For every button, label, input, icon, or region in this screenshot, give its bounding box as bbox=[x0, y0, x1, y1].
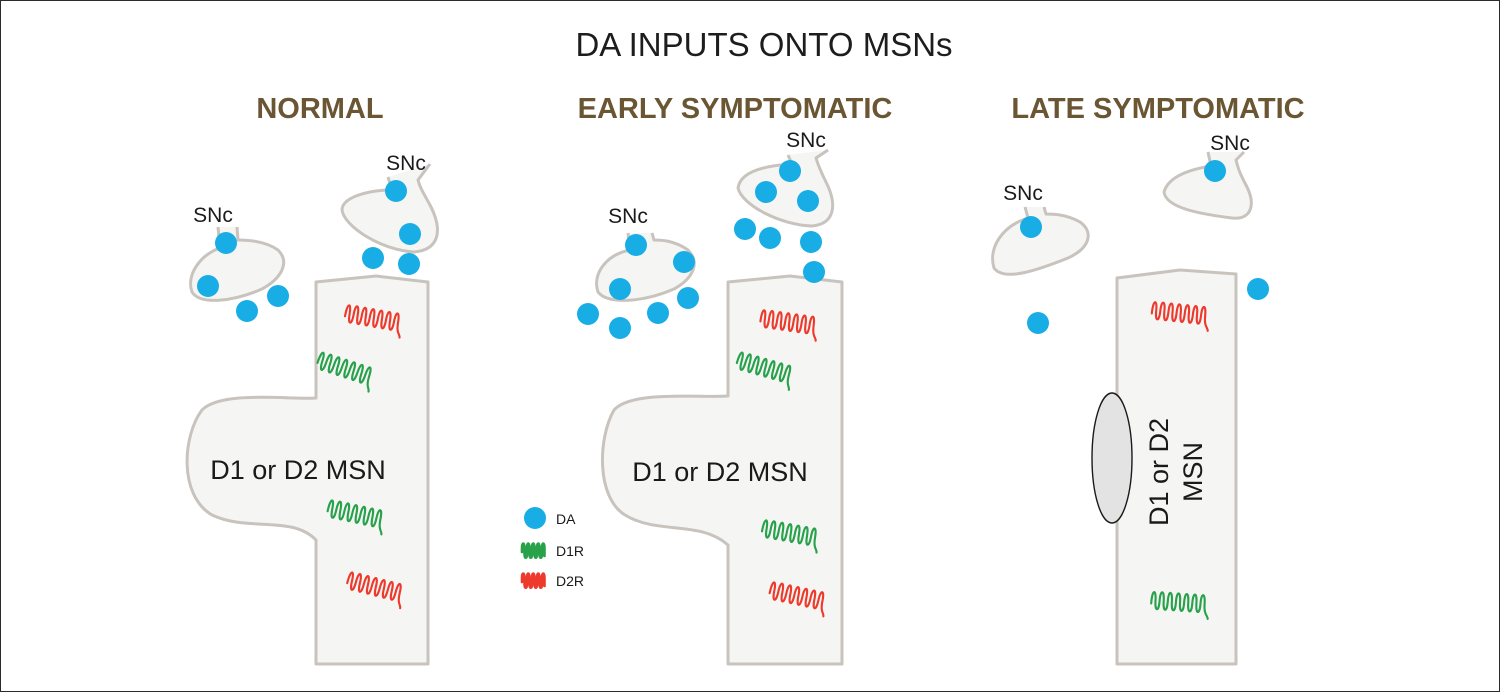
panel-title-early: EARLY SYMPTOMATIC bbox=[578, 93, 893, 125]
snc-label-left-late: SNc bbox=[1003, 182, 1043, 205]
da-dot bbox=[236, 300, 258, 322]
msn-label-late-line2: MSN bbox=[1178, 442, 1208, 502]
da-dot bbox=[677, 287, 699, 309]
da-dot bbox=[609, 278, 631, 300]
panel-normal: NORMAL SNc SNc D1 or D2 MSN bbox=[185, 93, 439, 666]
da-dot bbox=[215, 232, 237, 254]
da-dot bbox=[577, 303, 599, 325]
snc-label-right-late: SNc bbox=[1210, 132, 1250, 155]
snc-label-left-normal: SNc bbox=[193, 204, 233, 227]
da-dot bbox=[609, 317, 631, 339]
panel-late: LATE SYMPTOMATIC SNc SNc D1 or D2 MSN bbox=[991, 93, 1305, 666]
da-dot bbox=[1247, 278, 1269, 300]
legend-d1-label: D1R bbox=[556, 543, 584, 559]
panel-title-normal: NORMAL bbox=[256, 93, 383, 125]
da-dot bbox=[362, 247, 384, 269]
da-dot bbox=[779, 160, 801, 182]
da-dot bbox=[803, 261, 825, 283]
legend-da-label: DA bbox=[556, 511, 576, 527]
da-dot bbox=[399, 223, 421, 245]
da-dot bbox=[734, 218, 756, 240]
msn-label-late-line1: D1 or D2 bbox=[1144, 418, 1174, 526]
snc-label-right-early: SNc bbox=[786, 129, 826, 152]
da-dot bbox=[647, 302, 669, 324]
da-dot bbox=[1020, 216, 1042, 238]
da-dot bbox=[625, 234, 647, 256]
msn-cell-normal bbox=[185, 274, 430, 666]
legend-d2-label: D2R bbox=[556, 573, 584, 589]
da-dot bbox=[673, 251, 695, 273]
legend-d1-swatch bbox=[520, 542, 546, 560]
msn-cell-early bbox=[601, 274, 844, 666]
da-dot bbox=[398, 253, 420, 275]
figure-title: DA INPUTS ONTO MSNs bbox=[575, 26, 952, 63]
da-dot bbox=[755, 181, 777, 203]
msn-label-late-group: D1 or D2 MSN bbox=[1144, 418, 1208, 526]
legend-d2-swatch bbox=[520, 572, 546, 590]
da-dot bbox=[797, 190, 819, 212]
da-dot bbox=[1204, 160, 1226, 182]
snc-terminal-right-late bbox=[1162, 150, 1253, 220]
panel-early: EARLY SYMPTOMATIC SNc SNc D1 or D2 MSN bbox=[577, 93, 893, 666]
snc-terminal-left-late bbox=[991, 206, 1090, 276]
msn-label-early: D1 or D2 MSN bbox=[632, 457, 808, 487]
da-dot bbox=[800, 231, 822, 253]
legend: DA D1R D2R bbox=[520, 507, 584, 590]
msn-cell-late bbox=[1115, 268, 1238, 666]
degenerated-soma-ellipse bbox=[1091, 392, 1133, 524]
msn-label-normal: D1 or D2 MSN bbox=[210, 455, 386, 485]
da-dot bbox=[267, 285, 289, 307]
da-dot bbox=[197, 275, 219, 297]
snc-label-left-early: SNc bbox=[608, 205, 648, 228]
da-dot bbox=[1027, 312, 1049, 334]
da-dot bbox=[759, 227, 781, 249]
da-dot bbox=[385, 180, 407, 202]
snc-label-right-normal: SNc bbox=[386, 152, 426, 175]
panel-title-late: LATE SYMPTOMATIC bbox=[1011, 93, 1304, 125]
legend-da-dot bbox=[524, 507, 546, 529]
snc-terminal-right-normal bbox=[340, 163, 439, 254]
